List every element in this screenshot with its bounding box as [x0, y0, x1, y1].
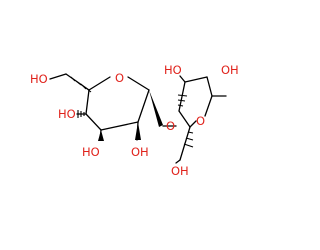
bond-c6-oh-right — [175, 159, 181, 164]
atom-label-oh-c1-right: OH — [221, 63, 239, 77]
atom-label-glycosidic-oxygen: O — [166, 119, 175, 133]
bond-c2-c1-right — [206, 76, 213, 97]
hashed-bond-c5-c6-right — [183, 131, 194, 148]
bond-c4-c3-right — [178, 81, 186, 112]
atom-label-oh-c2-left: OH — [131, 145, 149, 159]
hashed-bond-c3-c4-right — [177, 94, 188, 107]
atom-label-ring-oxygen-left: O — [115, 71, 124, 85]
atom-labels: HO O HO O HO OH HO OH O OH — [30, 63, 239, 178]
atom-label-oh-c4-left: HO — [58, 107, 76, 121]
hashed-bond-c5-c6-left — [70, 76, 92, 93]
bond-c6-oh-left — [49, 73, 67, 80]
bond-ringO-c5-left — [88, 76, 111, 91]
bond-c2-c3-left — [100, 121, 139, 131]
molecule-structure: HO O HO O HO OH HO OH O OH — [30, 63, 239, 178]
bond-c5-c4-right — [178, 110, 191, 128]
atom-label-ring-oxygen-right: O — [196, 114, 205, 128]
wedge-bond-c1-glycosidic — [149, 90, 163, 127]
atom-label-oh-c3-right: HO — [164, 63, 182, 77]
stereo-bonds — [70, 76, 194, 148]
hashed-bond-c4-oh-left — [77, 110, 85, 118]
bond-ringO-c1-left — [127, 76, 150, 91]
bond-c1-ringO-right — [204, 95, 213, 117]
atom-label-oh-c6-right: OH — [171, 164, 189, 178]
bond-c3-oh-right — [179, 75, 186, 83]
wedge-bond-c2-oh-left — [135, 122, 141, 140]
atom-label-oh-c6-left: HO — [30, 72, 48, 86]
bond-c3-c4-left — [85, 113, 102, 131]
bond-ringO-c5-right — [189, 120, 197, 128]
bond-c1-c2-left — [137, 89, 150, 123]
wedge-bond-c3-oh-left — [98, 130, 104, 141]
atom-label-oh-c3-left: HO — [82, 145, 100, 159]
bond-c4-c5-left — [85, 89, 90, 115]
bond-c3-c2-right — [184, 76, 208, 83]
